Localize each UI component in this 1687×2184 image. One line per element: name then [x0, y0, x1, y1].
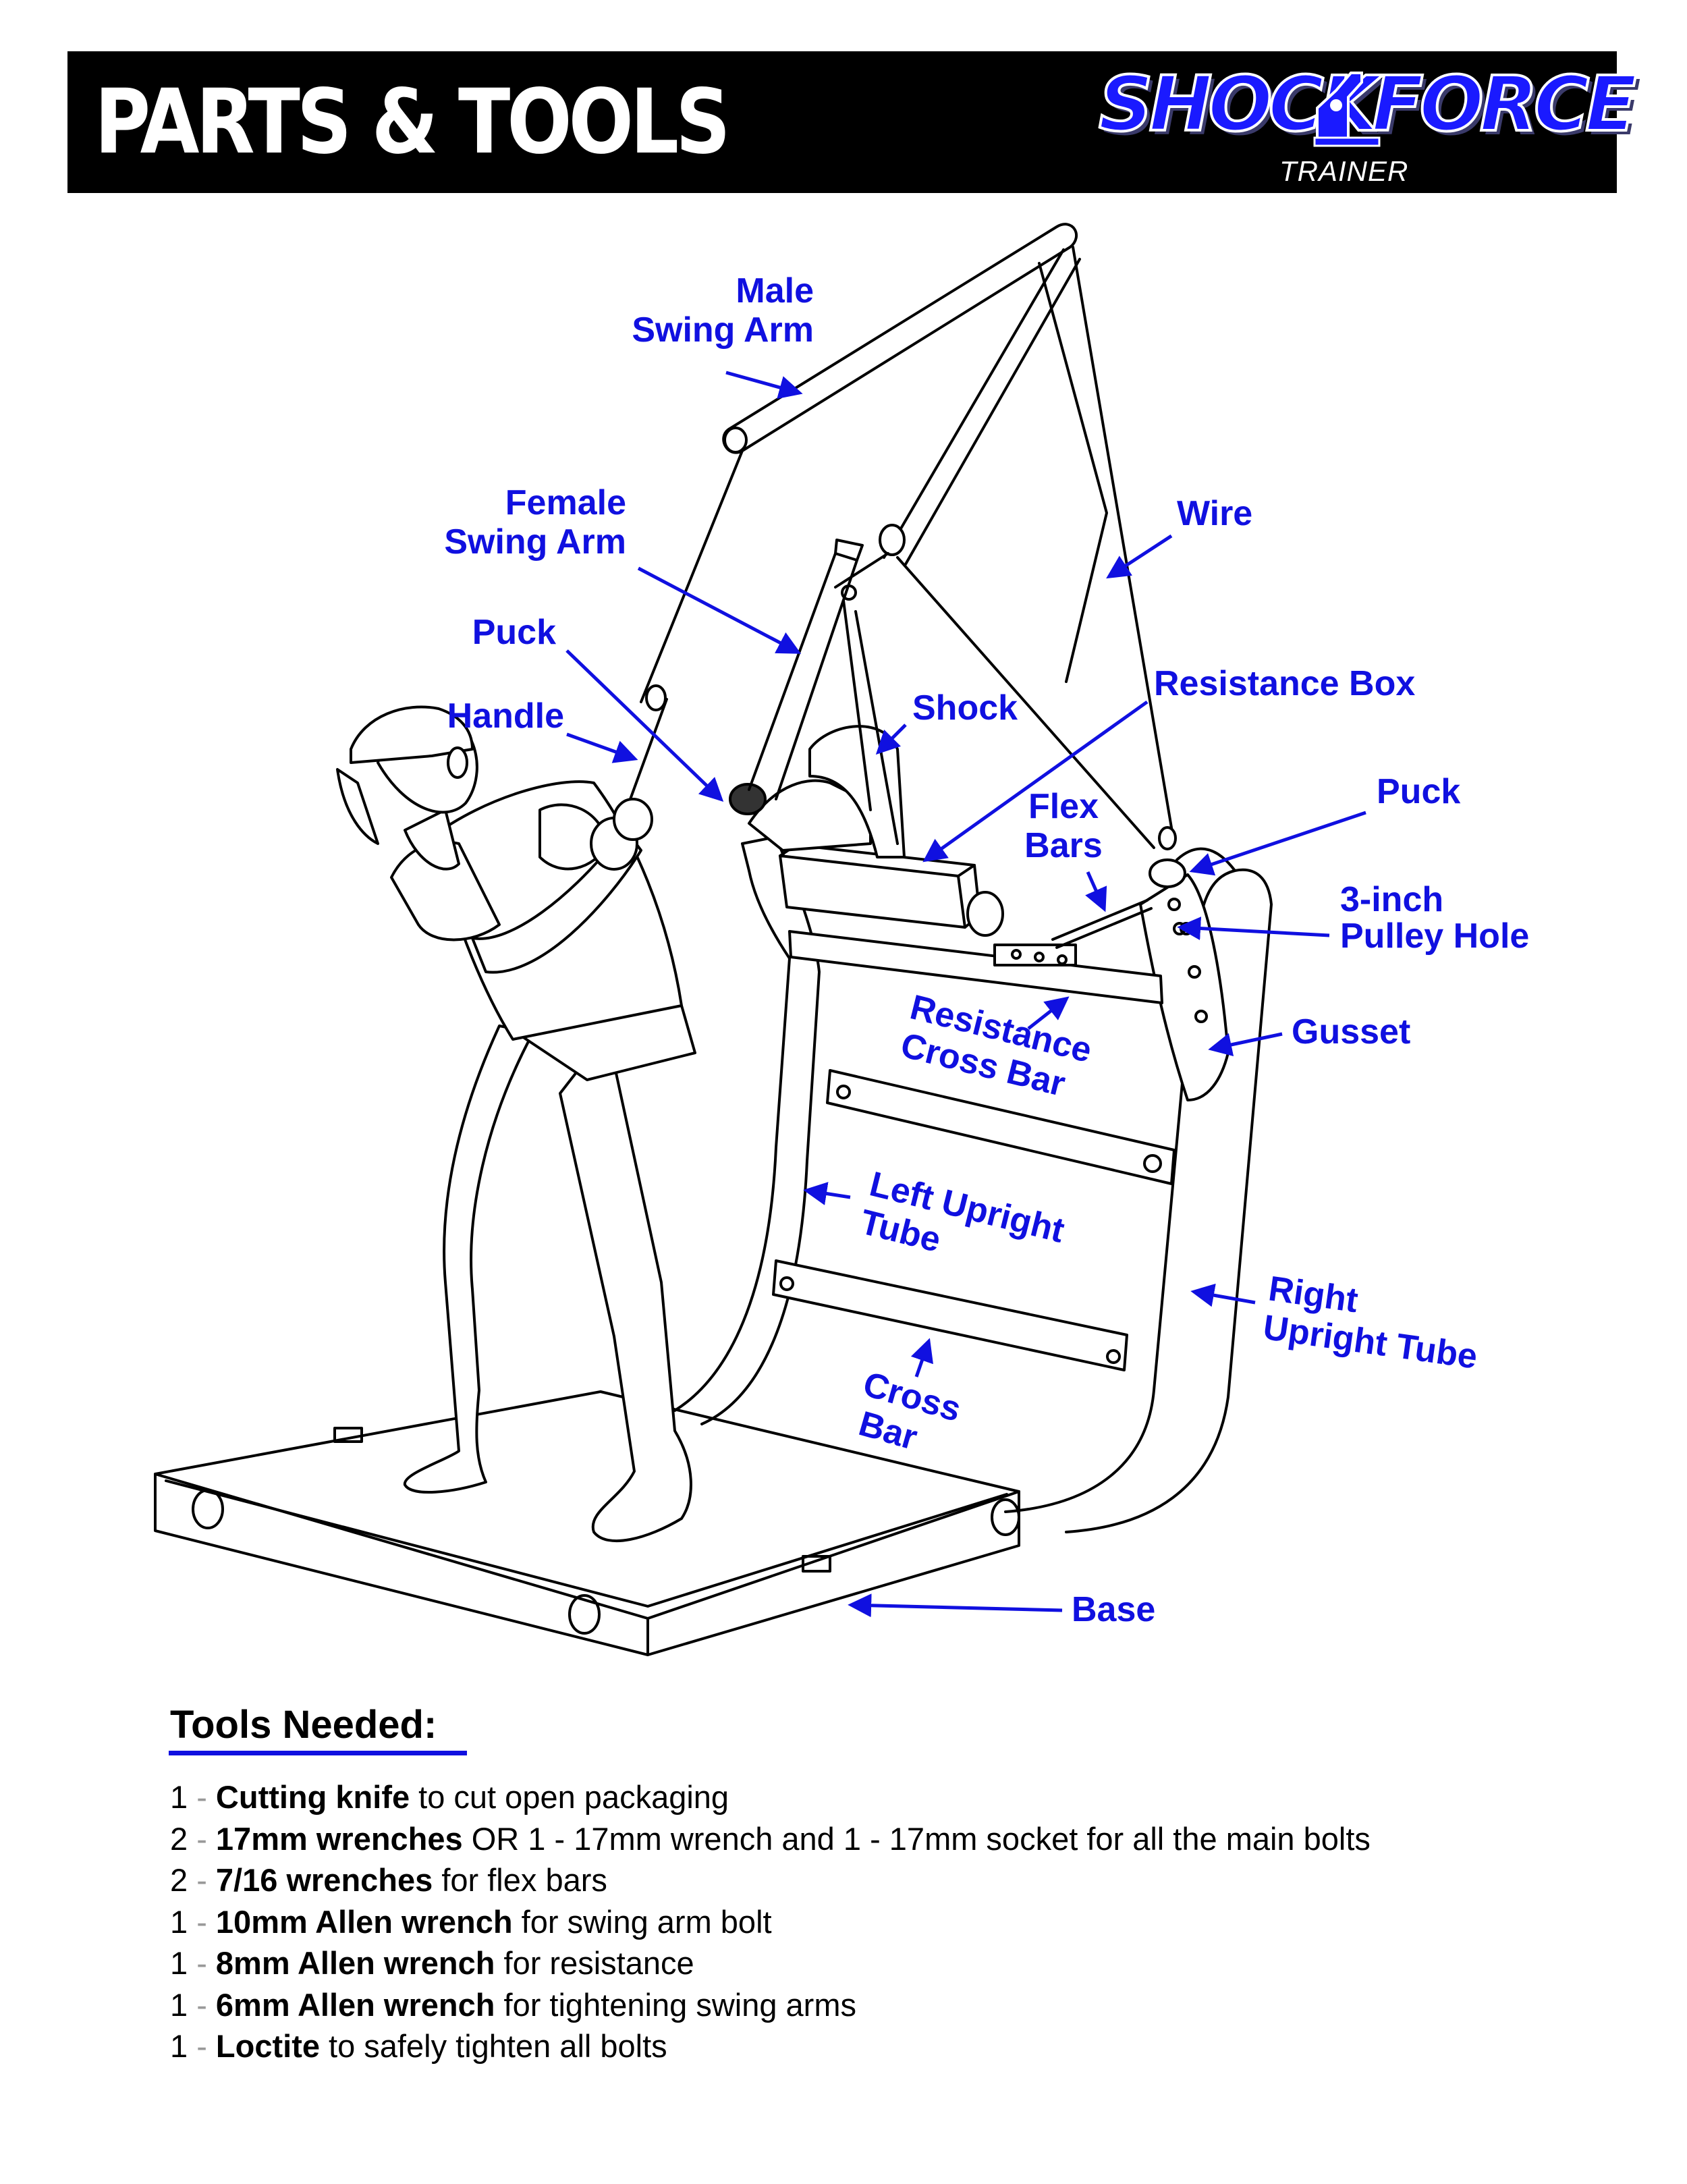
label-puck-left: Puck: [472, 613, 556, 652]
cross-bar-upper: [826, 1069, 1176, 1185]
tool-sep: -: [188, 1945, 216, 1981]
arrow-resistance-cross-bar: [1027, 996, 1070, 1030]
header-bar: PARTS & TOOLS SHOCK FORCE TRAINER: [67, 51, 1638, 193]
tool-desc: for flex bars: [433, 1862, 607, 1898]
label-pulley-hole-1: 3-inch: [1340, 880, 1443, 919]
arrow-left-upright-tube: [803, 1182, 851, 1205]
label-female-swing-arm-2: Swing Arm: [444, 522, 626, 562]
arrow-puck-left: [565, 649, 724, 802]
logo-word-force: FORCE: [1371, 59, 1638, 150]
label-base: Base: [1072, 1590, 1155, 1629]
arrow-handle: [566, 732, 638, 763]
arrow-gusset: [1208, 1032, 1283, 1057]
resistance-cross-bar: [788, 930, 1163, 1004]
shock-force-logo: SHOCK FORCE TRAINER: [1097, 59, 1638, 187]
arrow-shock: [875, 724, 907, 755]
golfer-swing-icon: [1313, 72, 1381, 147]
arrow-cross-bar: [910, 1338, 933, 1377]
arrow-flex-bars: [1085, 871, 1107, 912]
label-right-upright-tube-2: Upright Tube: [1261, 1308, 1480, 1377]
tool-qty: 2: [170, 1862, 188, 1898]
tool-qty: 1: [170, 1945, 188, 1981]
tool-item: 2 - 17mm wrenches OR 1 - 17mm wrench and…: [170, 1818, 1371, 1860]
arrow-right-upright-tube: [1190, 1283, 1256, 1307]
tool-sep: -: [188, 1986, 216, 2023]
label-female-swing-arm-1: Female: [505, 483, 626, 522]
cross-bar-lower: [772, 1259, 1128, 1371]
tool-item: 1 - Cutting knife to cut open packaging: [170, 1776, 1371, 1818]
female-swing-arm: [748, 552, 858, 800]
tool-item: 2 - 7/16 wrenches for flex bars: [170, 1859, 1371, 1901]
arrow-puck-right: [1189, 811, 1366, 876]
tool-desc: for tightening swing arms: [495, 1986, 856, 2023]
tool-name: 8mm Allen wrench: [215, 1945, 495, 1981]
tool-desc: for resistance: [495, 1945, 694, 1981]
tool-sep: -: [188, 1903, 216, 1940]
label-male-swing-arm-2: Swing Arm: [632, 310, 814, 350]
left-upright-tube: [673, 836, 821, 1425]
tool-name: Cutting knife: [215, 1779, 410, 1815]
shock-housing: [808, 725, 906, 858]
label-flex-bars-2: Bars: [1024, 826, 1103, 865]
arrow-pulley-hole: [1177, 917, 1330, 941]
trainer-diagram: Male Swing Arm Female Swing Arm Wire Puc…: [154, 223, 1529, 1656]
tool-sep: -: [188, 1820, 216, 1857]
label-male-swing-arm-1: Male: [736, 271, 814, 310]
right-puck: [1149, 858, 1186, 888]
arrow-female-swing-arm: [637, 566, 802, 654]
tools-list: 1 - Cutting knife to cut open packaging …: [170, 1776, 1371, 2067]
tool-sep: -: [188, 1779, 216, 1815]
label-gusset: Gusset: [1292, 1012, 1410, 1052]
tool-item: 1 - Loctite to safely tighten all bolts: [170, 2025, 1371, 2067]
label-handle: Handle: [447, 697, 564, 736]
tool-sep: -: [188, 1862, 216, 1898]
tool-item: 1 - 10mm Allen wrench for swing arm bolt: [170, 1901, 1371, 1943]
tool-item: 1 - 6mm Allen wrench for tightening swin…: [170, 1984, 1371, 2026]
tool-name: 17mm wrenches: [215, 1820, 463, 1857]
tool-name: 6mm Allen wrench: [215, 1986, 495, 2023]
flex-bars: [1051, 899, 1153, 949]
tool-qty: 1: [170, 1779, 188, 1815]
golfer: [336, 705, 696, 1542]
tool-name: 10mm Allen wrench: [215, 1903, 513, 1940]
wire: [834, 246, 1174, 849]
arrow-resistance-box: [922, 700, 1149, 863]
tool-desc: OR 1 - 17mm wrench and 1 - 17mm socket f…: [462, 1820, 1371, 1857]
logo-subtitle: TRAINER: [1279, 155, 1409, 187]
tool-name: 7/16 wrenches: [215, 1862, 433, 1898]
label-wire: Wire: [1177, 494, 1252, 533]
label-puck-right: Puck: [1377, 772, 1460, 811]
tools-title-underline: [169, 1751, 467, 1755]
arrow-wire: [1106, 534, 1173, 579]
tool-item: 1 - 8mm Allen wrench for resistance: [170, 1942, 1371, 1984]
tool-qty: 2: [170, 1820, 188, 1857]
label-resistance-box: Resistance Box: [1154, 664, 1415, 703]
tool-desc: to cut open packaging: [410, 1779, 729, 1815]
tool-desc: for swing arm bolt: [512, 1903, 772, 1940]
tool-sep: -: [188, 2028, 216, 2064]
label-pulley-hole-2: Pulley Hole: [1340, 917, 1529, 956]
tool-qty: 1: [170, 2028, 188, 2064]
arrow-male-swing-arm: [725, 371, 803, 400]
tool-desc: to safely tighten all bolts: [319, 2028, 667, 2064]
label-flex-bars-1: Flex: [1028, 787, 1099, 826]
tool-qty: 1: [170, 1903, 188, 1940]
tool-name: Loctite: [215, 2028, 320, 2064]
tools-title: Tools Needed:: [170, 1703, 437, 1747]
tool-qty: 1: [170, 1986, 188, 2023]
label-shock: Shock: [912, 688, 1018, 728]
resistance-box: [779, 854, 966, 929]
base-platform: [154, 1390, 1020, 1656]
arrow-base: [848, 1593, 1063, 1618]
page-title: PARTS & TOOLS: [94, 70, 731, 174]
